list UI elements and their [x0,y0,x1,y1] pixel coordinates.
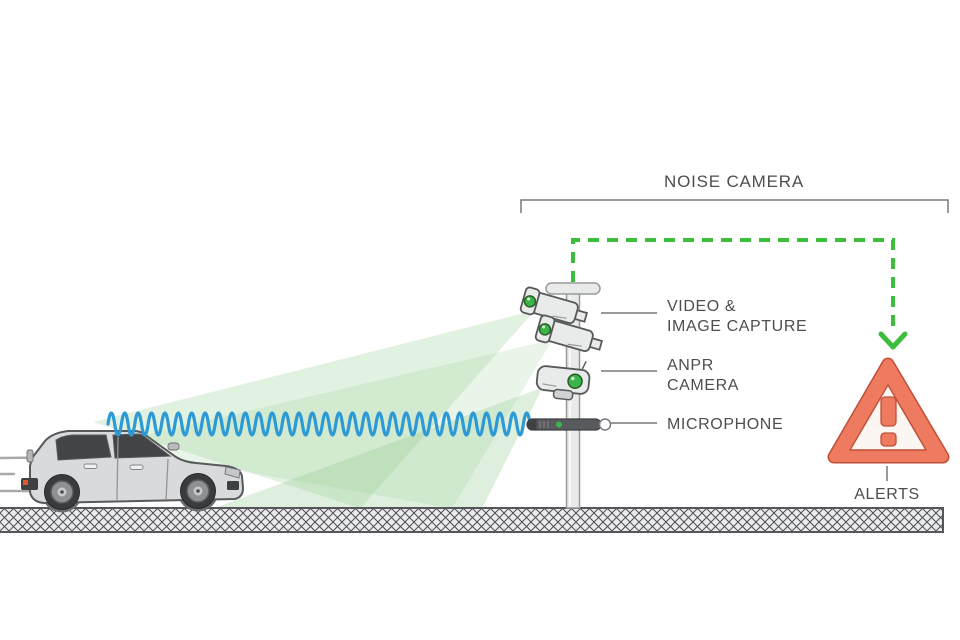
front-intake [227,481,239,490]
front-wheel [180,473,216,509]
cctv-camera-icon [519,286,589,324]
video-capture-label: VIDEO & IMAGE CAPTURE [667,297,807,337]
leader-lines [601,312,888,481]
mic-led [556,421,562,428]
door-handle [83,463,98,469]
headlight [224,466,241,479]
microphone-icon [526,418,612,431]
video-capture-line1: VIDEO & [667,298,737,315]
exclamation-bar [880,396,897,427]
beam-video-camera [92,310,536,509]
car-icon [21,430,245,513]
exclamation-dot [880,432,897,447]
microphone-label: MICROPHONE [667,416,784,433]
anpr-line1: ANPR [667,357,714,374]
noise-camera-title: NOISE CAMERA [664,172,804,191]
anpr-camera-label: ANPR CAMERA [667,356,739,396]
sound-wave-icon [106,411,532,437]
warning-triangle-icon [827,357,950,464]
road-icon [0,507,944,533]
door-handle [129,464,144,470]
front-window [112,433,172,459]
video-capture-line2: IMAGE CAPTURE [667,318,808,335]
rear-reflector [23,480,28,485]
tail-light [26,449,34,463]
alerts-label: ALERTS [854,486,920,503]
noise-camera-bracket [520,199,949,213]
mic-end-cap [598,418,612,431]
side-mirror [167,442,180,451]
anpr-camera-icon [535,360,591,401]
dashed-flow-arrow-icon [571,238,908,350]
camera-beams [92,310,553,509]
cctv-camera-icon [534,314,604,352]
anpr-line2: CAMERA [667,377,740,394]
rear-window [55,434,112,461]
rear-wheel [44,474,80,510]
